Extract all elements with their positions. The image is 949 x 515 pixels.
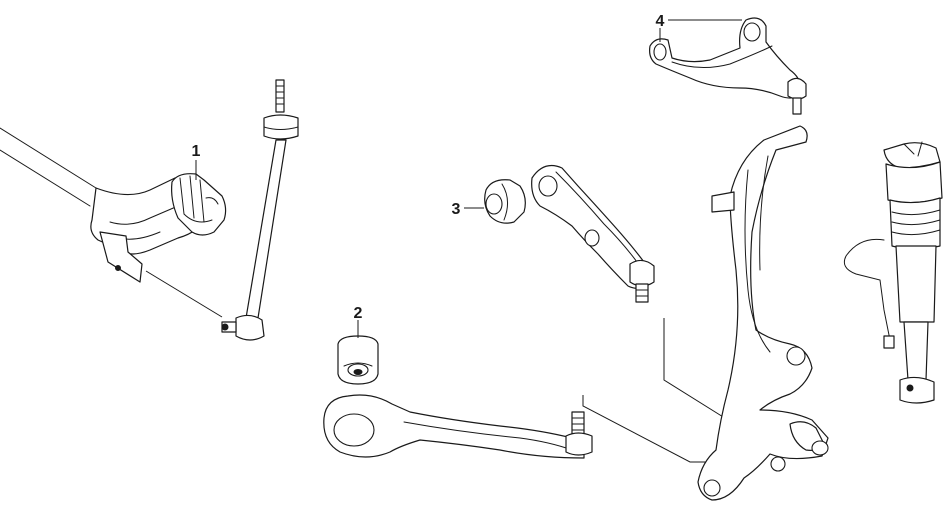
stabilizer-bushing [171,173,227,236]
thrust-arm [531,165,655,303]
stabilizer-mount-bracket [99,231,143,283]
callout-leaders [195,19,742,338]
callout-1-label: 1 [192,143,201,160]
thrust-arm-bushing [484,179,526,224]
connection-leaders [145,270,729,463]
steering-knuckle [697,125,829,501]
leader-arm3-to-knuckle [663,318,729,421]
control-arm-bushing [337,335,379,385]
callout-2-label: 2 [354,305,363,322]
lower-control-arm [323,394,593,459]
leader-stabilizer-to-link [145,270,223,318]
callout-4-label: 4 [656,13,665,30]
callout-3-label: 3 [452,201,461,218]
leader-arm2-to-knuckle [582,395,718,463]
upper-control-arm [649,17,807,115]
air-suspension-strut [843,141,943,404]
stabilizer-link [221,79,299,341]
